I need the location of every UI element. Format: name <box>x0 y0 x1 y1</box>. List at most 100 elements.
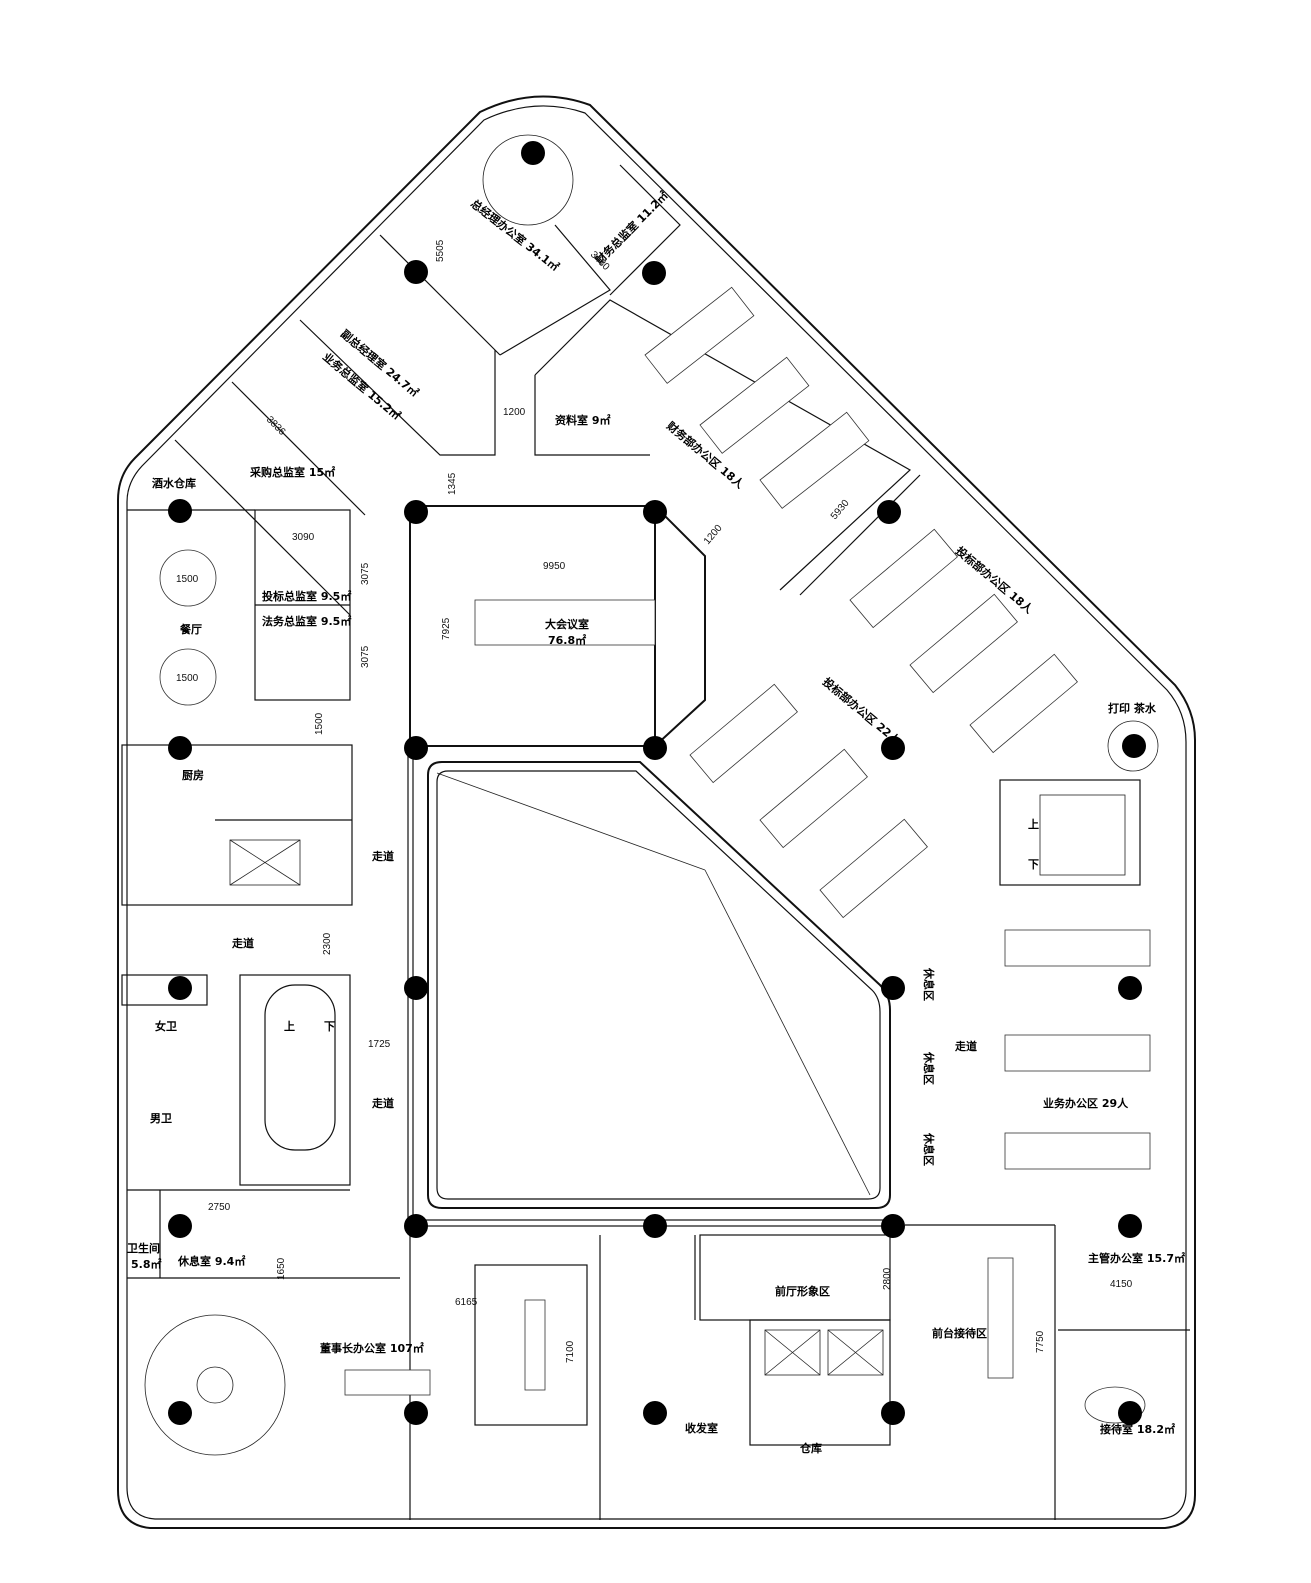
dim: 7100 <box>565 1340 576 1363</box>
label-stair-up: 上 <box>284 1019 295 1033</box>
label-bid-area-22: 投标部办公区 22人 <box>820 675 903 748</box>
label-purchase-director: 采购总监室 15㎡ <box>249 465 335 479</box>
atrium-void <box>427 761 891 1209</box>
label-archive: 资料室 9㎡ <box>555 413 610 427</box>
dim: 2750 <box>208 1202 231 1213</box>
label-deputy-gm: 副总经理室 24.7㎡ <box>338 327 421 400</box>
outer-wall-inner <box>126 105 1187 1520</box>
column <box>643 736 667 760</box>
column <box>1118 1214 1142 1238</box>
label-chairman-office: 董事长办公室 107㎡ <box>320 1341 424 1355</box>
dim: 9950 <box>543 561 566 572</box>
dim: 1500 <box>314 712 325 735</box>
column <box>881 736 905 760</box>
label-rest-area: 休息区 <box>922 1132 936 1166</box>
dim: 5930 <box>829 497 852 521</box>
lounge-circle <box>144 1314 286 1456</box>
dim: 6165 <box>455 1297 478 1308</box>
label-reception-room: 接待室 18.2㎡ <box>1100 1422 1175 1436</box>
label-corridor: 走道 <box>231 936 254 950</box>
column <box>643 500 667 524</box>
dim: 1200 <box>503 407 526 418</box>
dim: 7750 <box>1035 1330 1046 1353</box>
label-bathroom-area: 5.8㎡ <box>131 1257 162 1271</box>
dim: 2800 <box>882 1267 893 1290</box>
column <box>642 261 666 285</box>
column <box>404 260 428 284</box>
label-dining: 餐厅 <box>179 622 202 636</box>
dim: 1650 <box>276 1257 287 1280</box>
label-bathroom: 卫生间 <box>127 1241 160 1255</box>
label-kitchen: 厨房 <box>182 768 204 782</box>
column <box>404 1214 428 1238</box>
elevators <box>229 839 884 1376</box>
label-mens-wc: 男卫 <box>150 1112 172 1125</box>
label-lobby: 前厅形象区 <box>775 1284 830 1298</box>
label-rest-room: 休息室 9.4㎡ <box>177 1254 245 1268</box>
dim: 1345 <box>447 472 458 495</box>
label-corridor: 走道 <box>371 849 394 863</box>
label-conference: 大会议室 <box>545 617 589 631</box>
business-desks <box>1004 929 1151 1170</box>
dining-table <box>159 549 217 607</box>
dim: 1725 <box>368 1039 391 1050</box>
column <box>1118 976 1142 1000</box>
column <box>404 736 428 760</box>
label-bid-director: 投标总监室 9.5㎡ <box>262 589 351 603</box>
label-conference-area: 76.8㎡ <box>548 633 586 647</box>
void-line <box>436 772 706 871</box>
label-mail-room: 收发室 <box>685 1421 718 1435</box>
column <box>168 499 192 523</box>
dim: 7925 <box>441 617 452 640</box>
conference-table <box>474 599 656 646</box>
dining-table <box>159 648 217 706</box>
dimension-labels: 5505 3480 3836 1200 1345 3090 3075 3075 … <box>176 239 1133 1363</box>
atrium-void-inner <box>436 770 881 1200</box>
column <box>521 141 545 165</box>
label-corridor: 走道 <box>371 1096 394 1110</box>
column <box>643 1214 667 1238</box>
stairwell <box>264 984 336 1151</box>
dim: 4150 <box>1110 1279 1133 1290</box>
label-stair-down: 下 <box>1028 858 1039 871</box>
label-rest-area: 休息区 <box>922 967 936 1001</box>
dim: 5505 <box>435 239 446 262</box>
label-gm-office: 总经理办公室 34.1㎡ <box>468 196 562 274</box>
print-station <box>1107 720 1159 772</box>
dim: 3090 <box>292 532 315 543</box>
column <box>404 500 428 524</box>
label-storage: 仓库 <box>799 1441 822 1455</box>
dim: 1200 <box>702 522 725 546</box>
stairwell <box>1039 794 1126 876</box>
label-womens-wc: 女卫 <box>155 1019 177 1033</box>
column <box>1122 734 1146 758</box>
dim: 1500 <box>176 574 199 585</box>
dim: 1500 <box>176 673 199 684</box>
column <box>877 500 901 524</box>
label-business-director: 业务总监室 15.2㎡ <box>320 350 403 423</box>
label-manager-office: 主管办公室 15.7㎡ <box>1088 1251 1185 1265</box>
column <box>643 1401 667 1425</box>
label-print-tea: 打印 茶水 <box>1108 701 1157 715</box>
dim: 3075 <box>360 562 371 585</box>
label-stair-up: 上 <box>1028 817 1039 831</box>
column <box>881 1214 905 1238</box>
column <box>168 976 192 1000</box>
column <box>168 1401 192 1425</box>
label-stair-down: 下 <box>324 1020 335 1033</box>
lounge-circle <box>196 1366 234 1404</box>
column <box>881 976 905 1000</box>
label-business-area: 业务办公区 29人 <box>1043 1096 1129 1110</box>
label-corridor: 走道 <box>954 1039 977 1053</box>
desk-clusters <box>644 286 1078 919</box>
structural-columns <box>168 141 1146 1425</box>
column <box>881 1401 905 1425</box>
dim: 2300 <box>322 932 333 955</box>
column <box>168 736 192 760</box>
column <box>168 1214 192 1238</box>
outer-wall <box>117 95 1196 1529</box>
chairman-table <box>344 1369 431 1396</box>
void-line <box>704 869 871 1196</box>
label-legal-director: 法务总监室 9.5㎡ <box>262 614 351 628</box>
